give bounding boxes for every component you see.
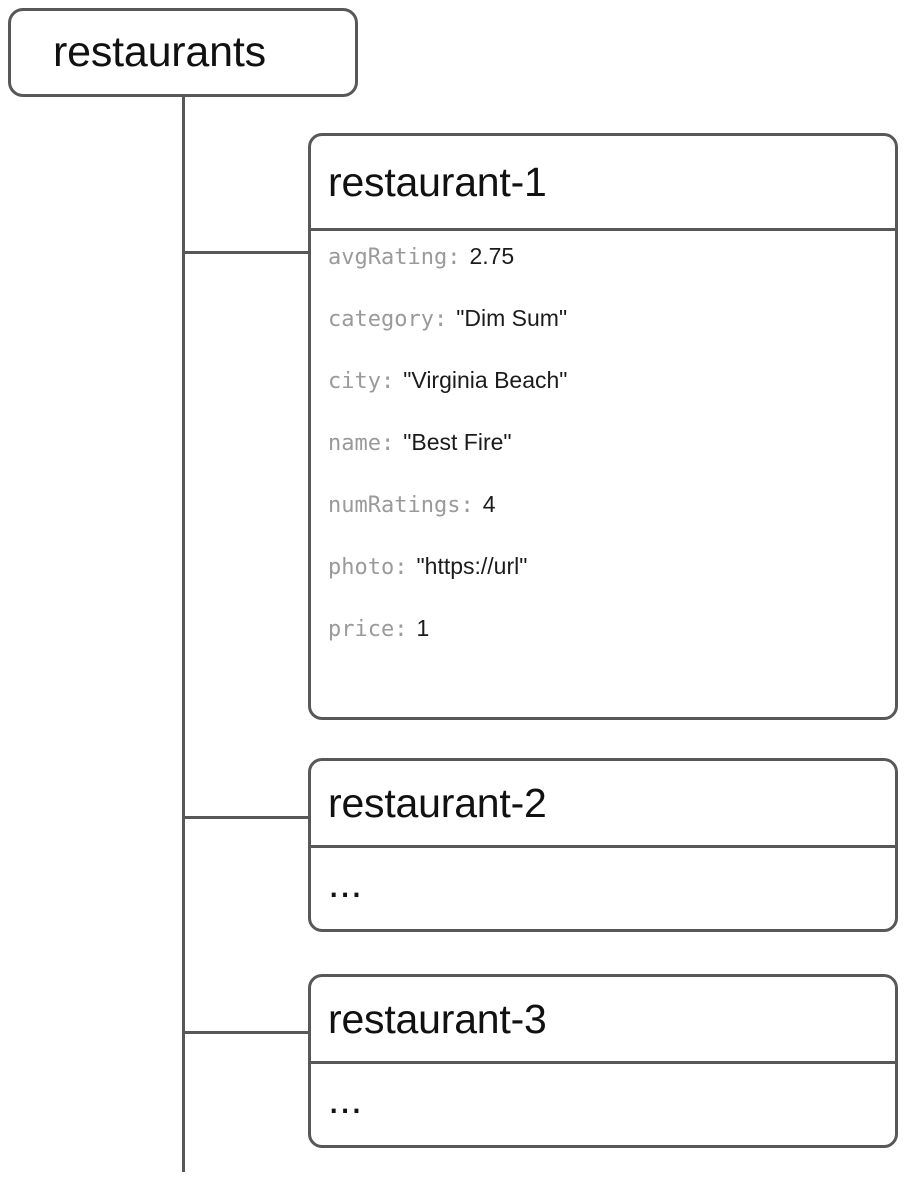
field-value: "https://url"	[416, 553, 528, 579]
field-row: price: 1	[328, 615, 878, 677]
branch-connector-restaurant-2	[182, 816, 310, 819]
field-value: 2.75	[469, 243, 515, 269]
branch-connector-restaurant-1	[182, 251, 310, 254]
field-value: "Best Fire"	[403, 429, 512, 455]
document-ellipsis: ...	[328, 1075, 363, 1122]
document-fields-restaurant-3: ...	[311, 1064, 895, 1145]
field-key: numRatings:	[328, 493, 474, 518]
field-row: category: "Dim Sum"	[328, 305, 878, 367]
field-key: photo:	[328, 555, 408, 580]
field-value: "Dim Sum"	[456, 305, 568, 331]
document-header-restaurant-2: restaurant-2	[311, 761, 895, 848]
field-key: city:	[328, 369, 395, 394]
document-header-restaurant-1: restaurant-1	[311, 136, 895, 231]
collection-node-label: restaurants	[53, 28, 266, 76]
field-key: category:	[328, 307, 448, 332]
document-id-label: restaurant-1	[328, 158, 547, 205]
field-key: name:	[328, 431, 395, 456]
field-row: avgRating: 2.75	[328, 243, 878, 305]
field-value: 1	[416, 615, 430, 641]
field-value: "Virginia Beach"	[403, 367, 568, 393]
trunk-connector-line	[182, 97, 185, 1172]
document-header-restaurant-3: restaurant-3	[311, 977, 895, 1064]
document-node-restaurant-2[interactable]: restaurant-2 ...	[308, 758, 898, 932]
document-ellipsis: ...	[328, 859, 363, 906]
field-row: numRatings: 4	[328, 491, 878, 553]
document-id-label: restaurant-3	[328, 995, 547, 1042]
field-row: city: "Virginia Beach"	[328, 367, 878, 429]
field-value: 4	[482, 491, 496, 517]
document-node-restaurant-3[interactable]: restaurant-3 ...	[308, 974, 898, 1148]
field-key: avgRating:	[328, 245, 461, 270]
field-row: name: "Best Fire"	[328, 429, 878, 491]
branch-connector-restaurant-3	[182, 1031, 310, 1034]
collection-node-restaurants[interactable]: restaurants	[8, 8, 358, 97]
document-node-restaurant-1[interactable]: restaurant-1 avgRating: 2.75 category: "…	[308, 133, 898, 720]
document-fields-restaurant-2: ...	[311, 848, 895, 929]
document-id-label: restaurant-2	[328, 779, 547, 826]
document-fields-restaurant-1: avgRating: 2.75 category: "Dim Sum" city…	[311, 231, 895, 677]
field-row: photo: "https://url"	[328, 553, 878, 615]
field-key: price:	[328, 617, 408, 642]
